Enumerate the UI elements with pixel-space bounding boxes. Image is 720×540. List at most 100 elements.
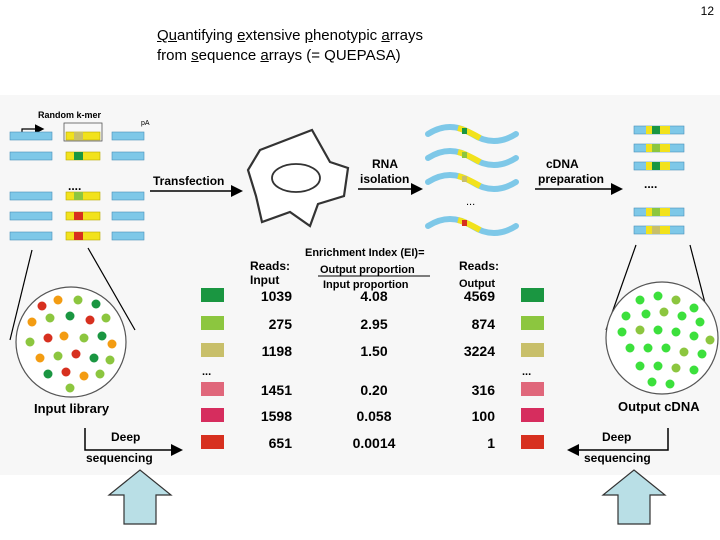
output-sequence-dot <box>690 366 699 375</box>
cdna-fragment <box>634 162 684 170</box>
input-sequence-dot <box>44 334 53 343</box>
ei-cell: 2.95 <box>360 316 387 332</box>
input-sequence-dot <box>46 314 55 323</box>
color-swatch <box>201 288 224 302</box>
input-sequence-dot <box>80 334 89 343</box>
input-sequence-dot <box>74 296 83 305</box>
swatch-ellipsis-right: ... <box>522 366 531 378</box>
color-swatch <box>201 408 224 422</box>
deep-label: Deep <box>602 430 631 444</box>
cdna-label: cDNA <box>546 157 579 171</box>
input-sequence-dot <box>36 354 45 363</box>
input-sequence-dot <box>108 340 117 349</box>
output-reads-cell: 316 <box>472 382 496 398</box>
input-sequence-dot <box>96 370 105 379</box>
up-arrow-icon <box>603 470 665 524</box>
input-sequence-dot <box>102 314 111 323</box>
input-sequence-dot <box>28 318 37 327</box>
input-sequence-dot <box>66 312 75 321</box>
output-sequence-dot <box>626 344 635 353</box>
pa-label: pA <box>141 120 150 127</box>
cdna-fragment <box>634 126 684 134</box>
output-sequence-dot <box>678 312 687 321</box>
color-swatch <box>521 408 544 422</box>
output-sequence-dot <box>648 378 657 387</box>
output-sequence-dot <box>666 380 675 389</box>
cdna-fragment <box>634 208 684 216</box>
output-reads-cell: 874 <box>472 316 496 332</box>
input-reads-cell: 1039 <box>261 288 292 304</box>
input-sequence-dot <box>54 352 63 361</box>
cdna-dots: .... <box>644 177 657 191</box>
swatch-ellipsis-left: ... <box>202 366 211 378</box>
ei-cell: 0.058 <box>356 408 391 424</box>
output-sequence-dot <box>662 344 671 353</box>
input-library-label: Input library <box>34 401 110 416</box>
output-sequence-dot <box>680 348 689 357</box>
preparation-label: preparation <box>538 172 604 186</box>
transfection-label: Transfection <box>153 174 224 188</box>
sequencing-label: sequencing <box>584 451 651 465</box>
input-sequence-dot <box>66 384 75 393</box>
input-sequence-dot <box>86 316 95 325</box>
output-sequence-dot <box>690 332 699 341</box>
output-sequence-dot <box>690 304 699 313</box>
color-swatch <box>521 435 544 449</box>
color-swatch <box>521 288 544 302</box>
output-sequence-dot <box>672 328 681 337</box>
output-sequence-dot <box>644 344 653 353</box>
input-sequence-dot <box>62 368 71 377</box>
isolation-label: isolation <box>360 172 409 186</box>
color-swatch <box>201 435 224 449</box>
ei-cell: 1.50 <box>360 343 387 359</box>
cdna-fragment <box>634 226 684 234</box>
dna-construct <box>10 192 144 200</box>
ei-cell: 0.0014 <box>353 435 396 451</box>
input-sequence-dot <box>26 338 35 347</box>
library-dots: .... <box>68 179 81 193</box>
output-reads-cell: 3224 <box>464 343 495 359</box>
color-swatch <box>521 343 544 357</box>
ei-cell: 4.08 <box>360 288 387 304</box>
input-sequence-dot <box>90 354 99 363</box>
output-cdna-label: Output cDNA <box>618 399 700 414</box>
input-sequence-dot <box>98 332 107 341</box>
output-sequence-dot <box>672 296 681 305</box>
input-sequence-dot <box>106 356 115 365</box>
color-swatch <box>521 316 544 330</box>
sequencing-label: sequencing <box>86 451 153 465</box>
random-kmer-label: Random k-mer <box>38 110 102 120</box>
output-sequence-dot <box>622 312 631 321</box>
output-sequence-dot <box>706 336 715 345</box>
output-sequence-dot <box>654 326 663 335</box>
output-sequence-dot <box>672 364 681 373</box>
input-reads-cell: 1598 <box>261 408 292 424</box>
reads-input-subheader: Input <box>250 273 279 287</box>
input-sequence-dot <box>38 302 47 311</box>
output-reads-cell: 1 <box>487 435 495 451</box>
output-sequence-dot <box>618 328 627 337</box>
output-sequence-dot <box>642 310 651 319</box>
dna-construct <box>10 132 144 140</box>
rna-ellipsis: ... <box>466 196 475 208</box>
enrichment-index-label: Enrichment Index (EI)= <box>305 247 425 259</box>
input-sequence-dot <box>54 296 63 305</box>
dna-construct <box>10 152 144 160</box>
output-sequence-dot <box>636 326 645 335</box>
output-cdna-circle <box>606 282 718 394</box>
deep-label: Deep <box>111 430 140 444</box>
nucleus-icon <box>272 164 320 192</box>
color-swatch <box>201 316 224 330</box>
output-proportion-label: Output proportion <box>320 264 415 276</box>
output-sequence-dot <box>696 318 705 327</box>
output-sequence-dot <box>698 350 707 359</box>
input-sequence-dot <box>72 350 81 359</box>
input-sequence-dot <box>80 372 89 381</box>
color-swatch <box>201 343 224 357</box>
rna-label: RNA <box>372 157 398 171</box>
dna-construct <box>10 212 144 220</box>
input-sequence-dot <box>44 370 53 379</box>
output-sequence-dot <box>636 296 645 305</box>
output-sequence-dot <box>654 362 663 371</box>
